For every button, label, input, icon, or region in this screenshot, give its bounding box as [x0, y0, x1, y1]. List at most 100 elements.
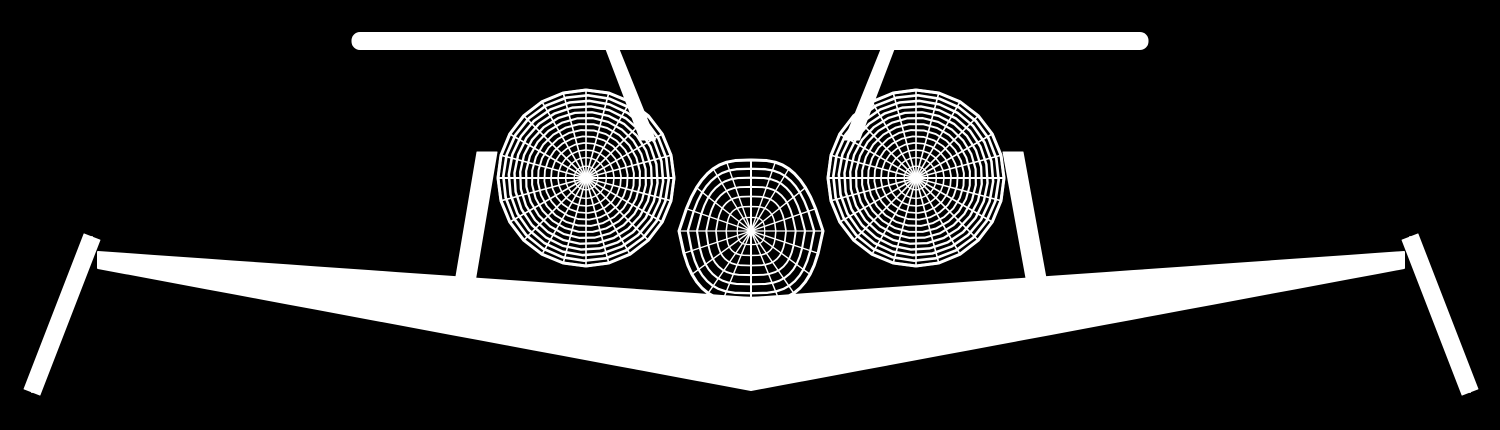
- engine-spoke: [585, 154, 672, 179]
- engine-spoke: [915, 100, 961, 179]
- engine-spoke: [585, 177, 664, 223]
- engine-spoke: [541, 100, 587, 179]
- engine-nacelle-right: [826, 88, 1006, 268]
- engine-spoke: [838, 177, 917, 223]
- engine-rim: [826, 88, 1006, 268]
- fairing-rib: [765, 296, 771, 329]
- engine-spoke: [915, 154, 1002, 179]
- engine-spoke: [830, 154, 917, 179]
- engine-spoke: [541, 177, 587, 256]
- wing-spar: [750, 263, 1405, 371]
- engine-ring: [855, 117, 977, 239]
- engine-spoke: [585, 92, 610, 179]
- engine-spoke: [915, 133, 994, 179]
- wing-spar: [750, 262, 1405, 360]
- engine-spoke: [585, 133, 664, 179]
- wing-spar: [97, 258, 752, 340]
- engine-spoke: [500, 154, 587, 179]
- fairing-rib: [744, 296, 748, 329]
- fairing-rib: [725, 296, 732, 329]
- fairing-rib: [761, 296, 766, 329]
- engine-spoke: [871, 177, 917, 256]
- engine-spoke: [522, 177, 587, 242]
- fuselage-spoke: [750, 186, 807, 232]
- wing-spar: [750, 253, 1405, 309]
- engine-ring: [531, 123, 641, 233]
- engine-spoke: [838, 133, 917, 179]
- engine-spoke: [915, 92, 940, 179]
- engine-rim: [496, 88, 676, 268]
- winglet-spar: [1409, 236, 1471, 393]
- engine-ring: [573, 165, 599, 191]
- engine-ring: [557, 149, 615, 207]
- engine-spoke: [508, 133, 587, 179]
- engine-spoke: [585, 177, 631, 256]
- engine-spoke: [562, 92, 587, 179]
- engine-spoke: [871, 100, 917, 179]
- wing-spar: [750, 258, 1405, 340]
- engine-ring: [543, 135, 629, 221]
- engine-spoke: [522, 114, 587, 179]
- engine-spoke: [915, 177, 940, 264]
- wing-spar: [97, 255, 752, 319]
- engine-spoke: [500, 177, 587, 202]
- gear-fairing: [720, 296, 781, 329]
- engine-ring: [550, 142, 622, 214]
- fairing-rib: [735, 296, 740, 329]
- engine-ring: [537, 129, 635, 227]
- engine-ring: [887, 149, 945, 207]
- engine-spoke: [915, 177, 961, 256]
- fairing-rib: [753, 296, 757, 329]
- engine-nacelle-left: [496, 88, 676, 268]
- engine-ring: [519, 111, 653, 245]
- wing-outline: [97, 251, 752, 391]
- engine-ring: [502, 94, 670, 262]
- fairing-rib: [757, 296, 762, 329]
- wing-spar: [97, 263, 752, 371]
- engine-spoke: [915, 114, 980, 179]
- engine-ring: [880, 142, 952, 214]
- engine-spoke: [585, 177, 650, 242]
- engine-spoke: [892, 177, 917, 264]
- engine-spoke: [892, 92, 917, 179]
- engine-ring: [894, 156, 938, 200]
- fairing-rib: [773, 296, 781, 329]
- wing-spar: [97, 256, 752, 330]
- engine-spoke: [585, 177, 672, 202]
- engine-spoke: [562, 177, 587, 264]
- engine-ring: [507, 99, 665, 257]
- engine-spoke: [915, 177, 994, 223]
- engine-ring: [873, 135, 959, 221]
- wing-spar: [97, 260, 752, 350]
- engine-spoke: [830, 177, 917, 202]
- engine-ring: [849, 111, 983, 245]
- horizontal-stabilizer: [351, 32, 1149, 50]
- wing-spar: [750, 260, 1405, 350]
- wing-spar: [750, 256, 1405, 330]
- engine-spoke: [915, 177, 980, 242]
- stabilizer-surface: [351, 32, 1149, 50]
- wing-spar: [97, 262, 752, 360]
- engine-ring: [867, 129, 965, 227]
- engine-ring: [903, 165, 929, 191]
- fairing-rib: [720, 296, 728, 329]
- engine-ring: [861, 123, 971, 233]
- wing-spar: [97, 253, 752, 309]
- main-wing: [97, 251, 1405, 391]
- fairing-rib: [769, 296, 776, 329]
- winglet-spar: [31, 236, 93, 393]
- engine-ring: [832, 94, 1000, 262]
- engine-spoke: [852, 177, 917, 242]
- fairing-rib: [739, 296, 744, 329]
- engine-ring: [564, 156, 608, 200]
- engine-spoke: [585, 177, 610, 264]
- engine-ring: [513, 105, 659, 251]
- fuselage-spoke: [695, 186, 752, 232]
- engine-spoke: [585, 100, 631, 179]
- wing-outline: [750, 251, 1405, 391]
- fairing-rib: [730, 296, 736, 329]
- fuselage: [677, 158, 825, 304]
- engine-spoke: [508, 177, 587, 223]
